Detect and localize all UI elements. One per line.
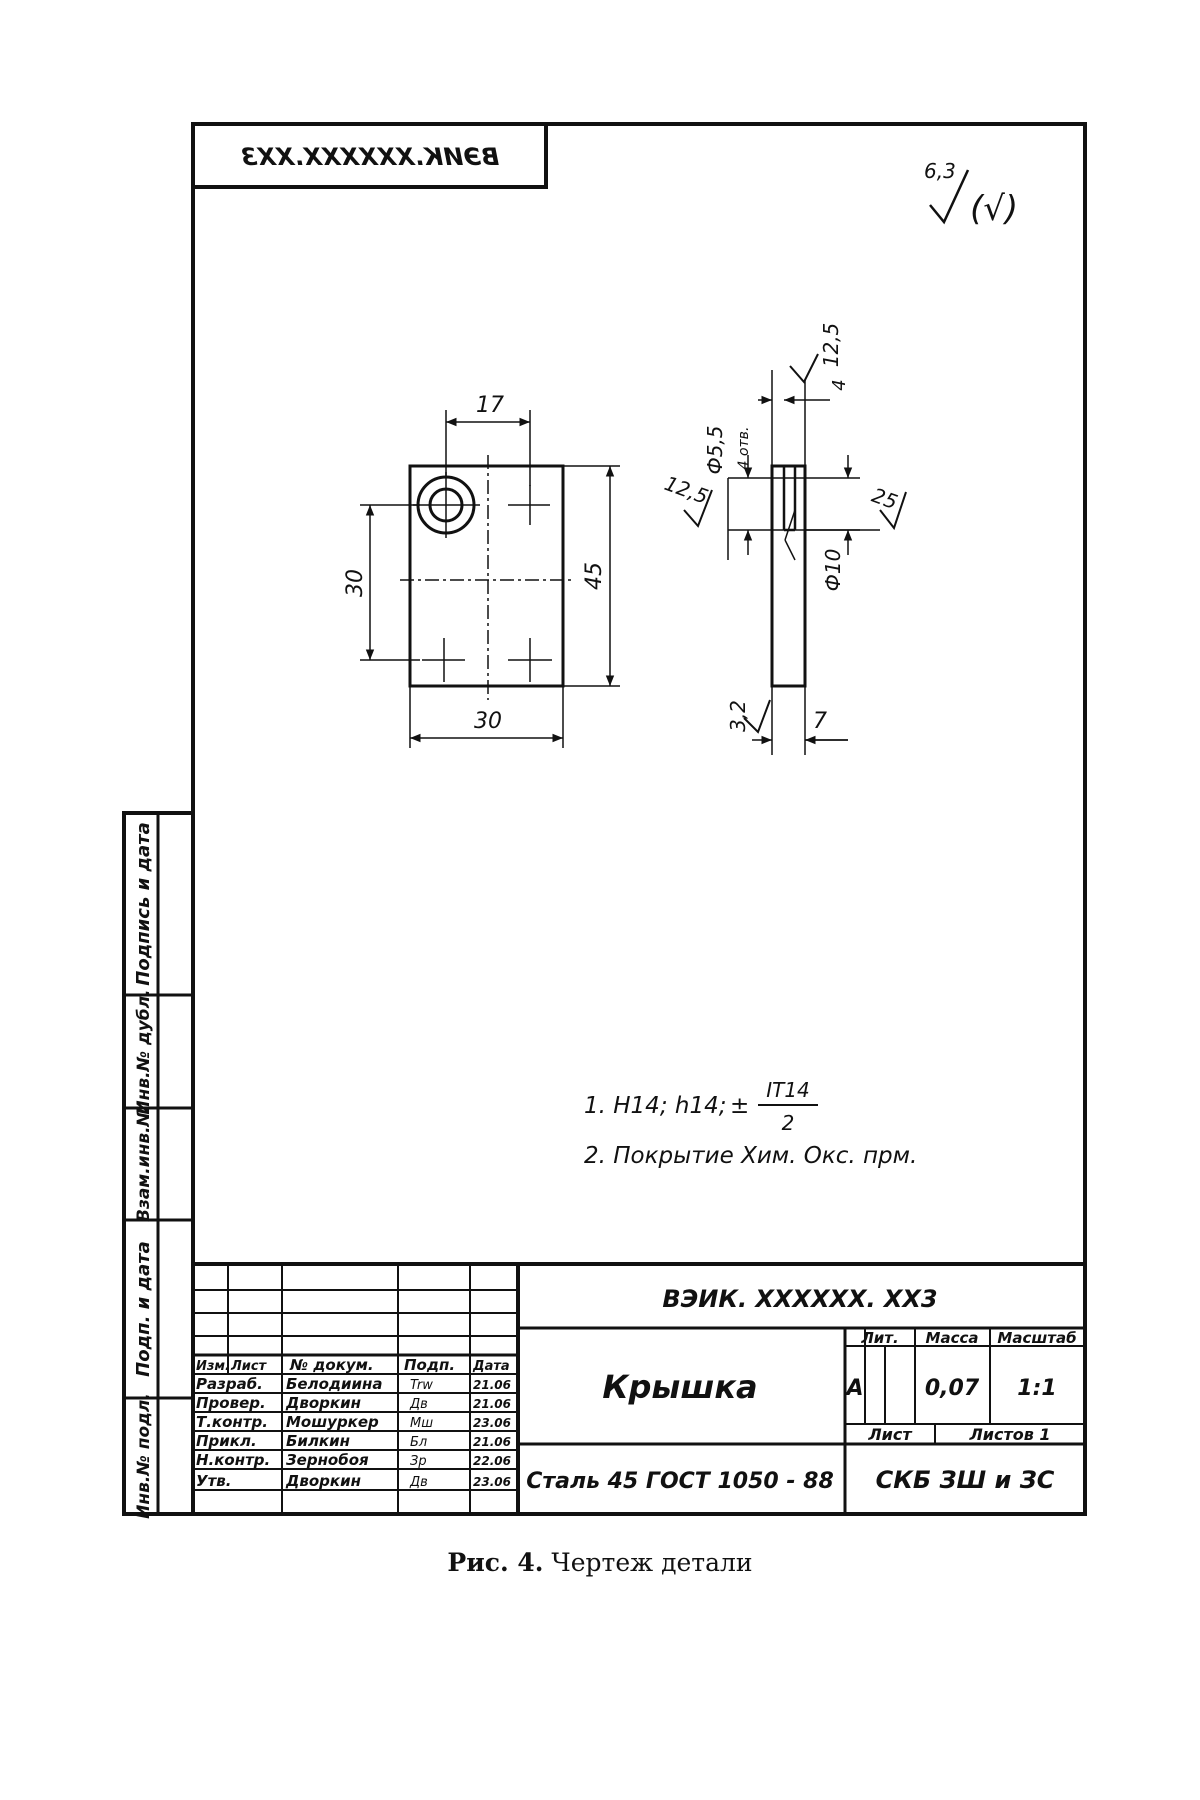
row5-date: 23.06 [473, 1475, 511, 1489]
row2-date: 23.06 [473, 1416, 511, 1430]
general-roughness-value: 6,3 [924, 159, 956, 183]
stamp-code: ВЭИК.ХХХХХХ.ХХ3 [241, 143, 500, 171]
hdr-podp: Подп. [404, 1356, 455, 1374]
mass-value: 0,07 [925, 1376, 980, 1401]
col-lit-label: Лит. [860, 1329, 898, 1347]
row1-date: 21.06 [473, 1397, 511, 1411]
row0-date: 21.06 [473, 1378, 511, 1392]
side-top-roughness: 12,5 [819, 323, 843, 368]
col-mass-label: Масса [926, 1329, 979, 1347]
side-thickness: 7 [813, 709, 827, 734]
hdr-list: Лист [230, 1359, 268, 1374]
scale-value: 1:1 [1017, 1376, 1056, 1401]
dim-width-17: 17 [476, 393, 504, 418]
organization: СКБ ЗШ и ЗС [876, 1466, 1055, 1494]
sheet-label: Лист [867, 1425, 913, 1444]
hdr-date: Дата [472, 1359, 510, 1374]
row5-signature: Дв [409, 1475, 428, 1490]
hdr-izm: Изм. [196, 1359, 230, 1374]
side-col-vzam-inv: Взам.инв.№ [134, 1106, 154, 1222]
hdr-doc: № докум. [289, 1356, 374, 1374]
row5-role: Утв. [196, 1472, 231, 1490]
row1-surname: Дворкин [285, 1394, 361, 1412]
row1-signature: Дв [409, 1397, 428, 1412]
row3-date: 21.06 [473, 1435, 511, 1449]
sheets-label: Листов 1 [968, 1425, 1050, 1444]
col-scale-label: Масштаб [997, 1329, 1076, 1347]
row5-surname: Дворкин [285, 1472, 361, 1490]
side-view: 12,5 4 Ф5,5 4 отв. 12,5 25 Ф10 3,2 7 [661, 323, 907, 755]
note-line1-denominator: 2 [782, 1111, 795, 1135]
row2-role: Т.контр. [196, 1413, 268, 1431]
left-side-columns: Подпись и дата Инв.№ дубл. Взам.инв.№ По… [122, 811, 195, 1519]
side-col-podp-date-2: Подп. и дата [133, 1241, 154, 1377]
note-line2: 2. Покрытие Хим. Окс. прм. [584, 1143, 917, 1169]
lit-value: А [844, 1376, 863, 1401]
row4-role: Н.контр. [196, 1451, 270, 1469]
row0-role: Разраб. [196, 1375, 263, 1393]
top-stamp: ВЭИК.ХХХХХХ.ХХ3 [191, 122, 548, 189]
row1-role: Провер. [196, 1394, 266, 1412]
doc-code: ВЭИК. ХХХХХХ. ХХ3 [662, 1285, 937, 1313]
row2-surname: Мошуркер [286, 1413, 379, 1431]
dim-height-30: 30 [343, 569, 368, 597]
caption-text: Чертеж детали [551, 1548, 753, 1577]
note-line1-numerator: IT14 [766, 1078, 810, 1102]
part-name: Крышка [602, 1368, 757, 1406]
general-roughness: 6,3 (√) [924, 159, 1018, 229]
row4-date: 22.06 [473, 1454, 511, 1468]
material: Сталь 45 ГОСТ 1050 - 88 [526, 1469, 834, 1494]
row3-role: Прикл. [196, 1432, 257, 1450]
side-hole-diameter: Ф5,5 [703, 425, 727, 474]
row4-signature: Зр [410, 1454, 427, 1469]
side-top-dim: 4 [829, 379, 850, 390]
caption-label: Рис. 4. [447, 1548, 544, 1577]
side-col-podp-date-1: Подпись и дата [133, 822, 154, 985]
title-block: Изм. Лист № докум. Подп. Дата Разраб. Бе… [191, 1262, 1087, 1516]
side-bottom-roughness: 3,2 [726, 700, 750, 732]
dim-height-45: 45 [582, 562, 607, 590]
side-hole-count: 4 отв. [736, 427, 752, 470]
figure-caption: Рис. 4. Чертеж детали [0, 1548, 1200, 1577]
side-right-roughness: 25 [869, 483, 901, 514]
side-cbore-diameter: Ф10 [821, 549, 845, 592]
side-left-roughness: 12,5 [661, 471, 711, 509]
technical-notes: 1. H14; h14; ± IT14 2 2. Покрытие Хим. О… [584, 1078, 917, 1169]
row0-signature: Trw [410, 1378, 433, 1393]
row0-surname: Белодиина [286, 1375, 383, 1393]
sheet-frame [191, 122, 1087, 1516]
row3-signature: Бл [410, 1435, 427, 1450]
side-col-inv-dubl: Инв.№ дубл. [134, 989, 154, 1114]
row4-surname: Зернобоя [286, 1451, 369, 1469]
front-view: 17 30 45 30 [343, 393, 620, 748]
note-line1-prefix: 1. H14; h14; [584, 1093, 726, 1119]
dim-width-30: 30 [474, 709, 502, 734]
general-roughness-bracket: (√) [970, 189, 1018, 229]
side-col-inv-podl: Инв.№ подл. [134, 1393, 154, 1519]
front-outline [408, 464, 565, 688]
row2-signature: Мш [410, 1416, 433, 1431]
row3-surname: Билкин [286, 1432, 350, 1450]
side-outline [770, 464, 807, 688]
note-line1-pm: ± [730, 1093, 749, 1119]
